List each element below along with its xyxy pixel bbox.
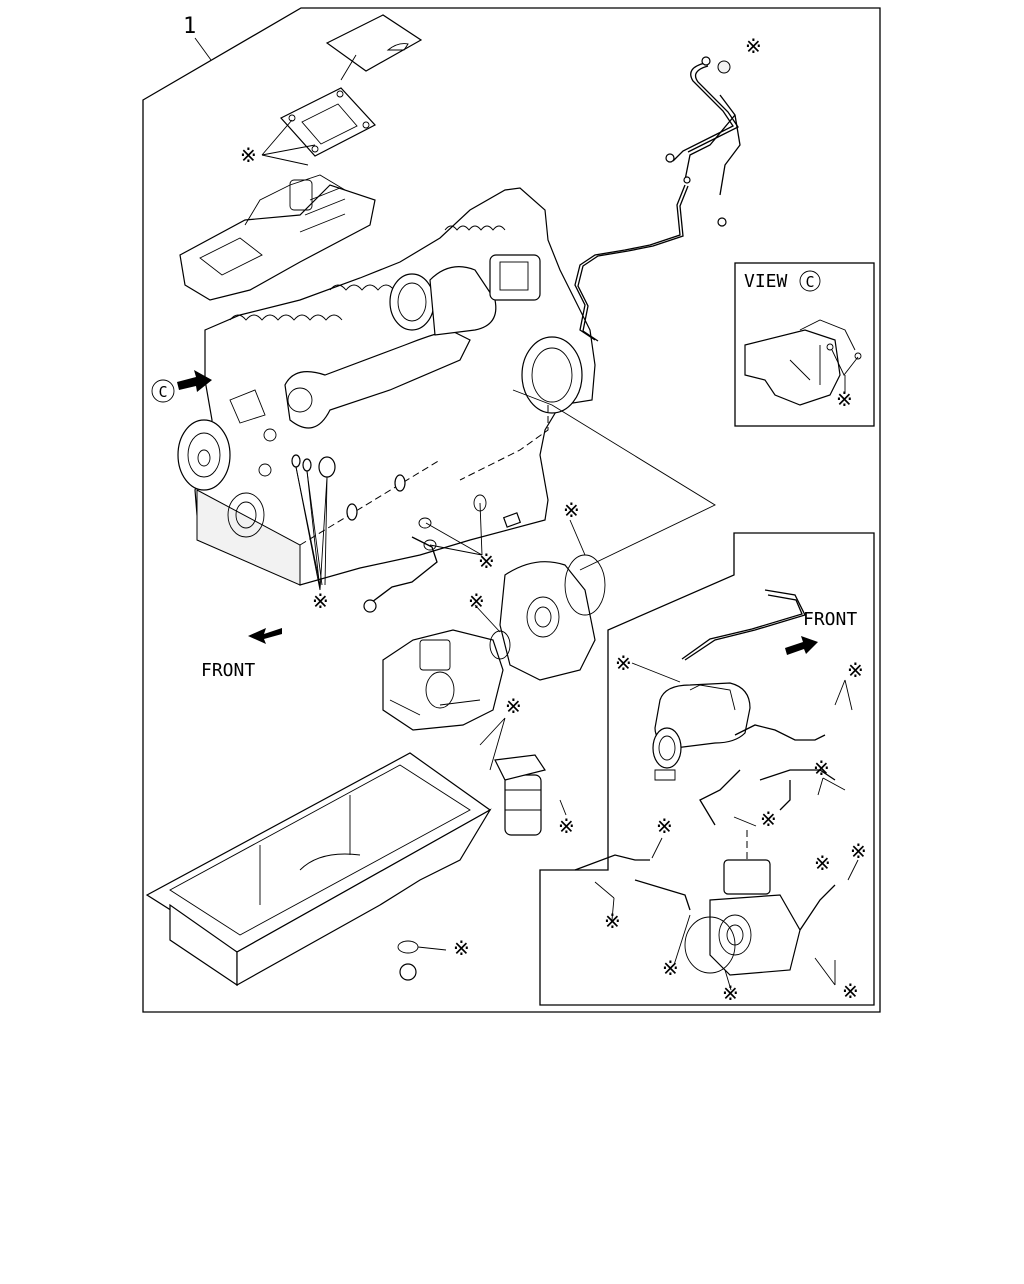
asterisk-marker: ※: [615, 651, 632, 675]
engine-block: [177, 187, 596, 586]
asterisk-marker: ※: [814, 851, 831, 875]
front-arrow-icon: [248, 628, 282, 644]
asterisk-marker: ※: [842, 979, 859, 1003]
asterisk-marker: ※: [836, 387, 853, 411]
intake-manifold: [179, 174, 376, 301]
view-c-inset: VIEW C: [734, 262, 875, 427]
asterisk-marker: ※: [813, 756, 830, 780]
pump-o-ring: [684, 916, 736, 974]
inset-front-arrow-icon: [785, 636, 818, 655]
injection-pump-upper: [652, 682, 751, 781]
svg-text:C: C: [805, 273, 814, 291]
asterisk-marker: ※: [505, 694, 522, 718]
view-c-title: VIEW: [744, 271, 788, 292]
drain-plug: [399, 963, 417, 981]
nut-icon: [717, 60, 731, 74]
asterisk-marker: ※: [722, 981, 739, 1005]
inset-front-label: FRONT: [803, 609, 857, 630]
oil-pan: [145, 752, 492, 987]
asterisk-marker: ※: [847, 658, 864, 682]
front-label: FRONT: [201, 660, 255, 681]
asterisk-marker: ※: [850, 839, 867, 863]
asterisk-marker: ※: [478, 549, 495, 573]
fuel-injection-pump: [382, 629, 504, 731]
fuel-feed-pipe: [574, 56, 741, 342]
fuel-filter: [494, 754, 546, 836]
asterisk-marker: ※: [312, 589, 329, 613]
asterisk-leaders: [261, 119, 859, 991]
asterisk-marker: ※: [453, 936, 470, 960]
outer-frame: [142, 7, 881, 1013]
injection-pump-lower: [684, 859, 801, 976]
item-number-leader: [194, 37, 212, 61]
asterisk-marker: ※: [563, 498, 580, 522]
asterisk-marker: ※: [656, 814, 673, 838]
asterisk-marker: ※: [558, 814, 575, 838]
asterisk-marker: ※: [468, 589, 485, 613]
asterisk-marker: ※: [662, 956, 679, 980]
item-number: 1: [183, 14, 196, 39]
view-c-callout: C: [151, 370, 212, 403]
asterisk-marker: ※: [604, 909, 621, 933]
oil-pipe: [371, 536, 438, 603]
o-ring-small: [489, 630, 511, 660]
svg-text:C: C: [158, 383, 167, 401]
lower-right-inset: [539, 532, 875, 1006]
drain-o-ring: [397, 940, 419, 954]
asterisk-marker: ※: [745, 34, 762, 58]
high-pressure-pipes: [574, 589, 836, 931]
front-plate: [499, 561, 596, 681]
asterisk-markers: ※ ※ ※ ※ ※ ※ ※ ※ ※ ※ ※ ※ ※ ※ ※ ※ ※ ※ ※ ※ …: [240, 34, 867, 1005]
intake-gasket: [280, 87, 376, 157]
asterisk-marker: ※: [760, 807, 777, 831]
cover-plate: [325, 14, 423, 72]
asterisk-marker: ※: [240, 143, 257, 167]
